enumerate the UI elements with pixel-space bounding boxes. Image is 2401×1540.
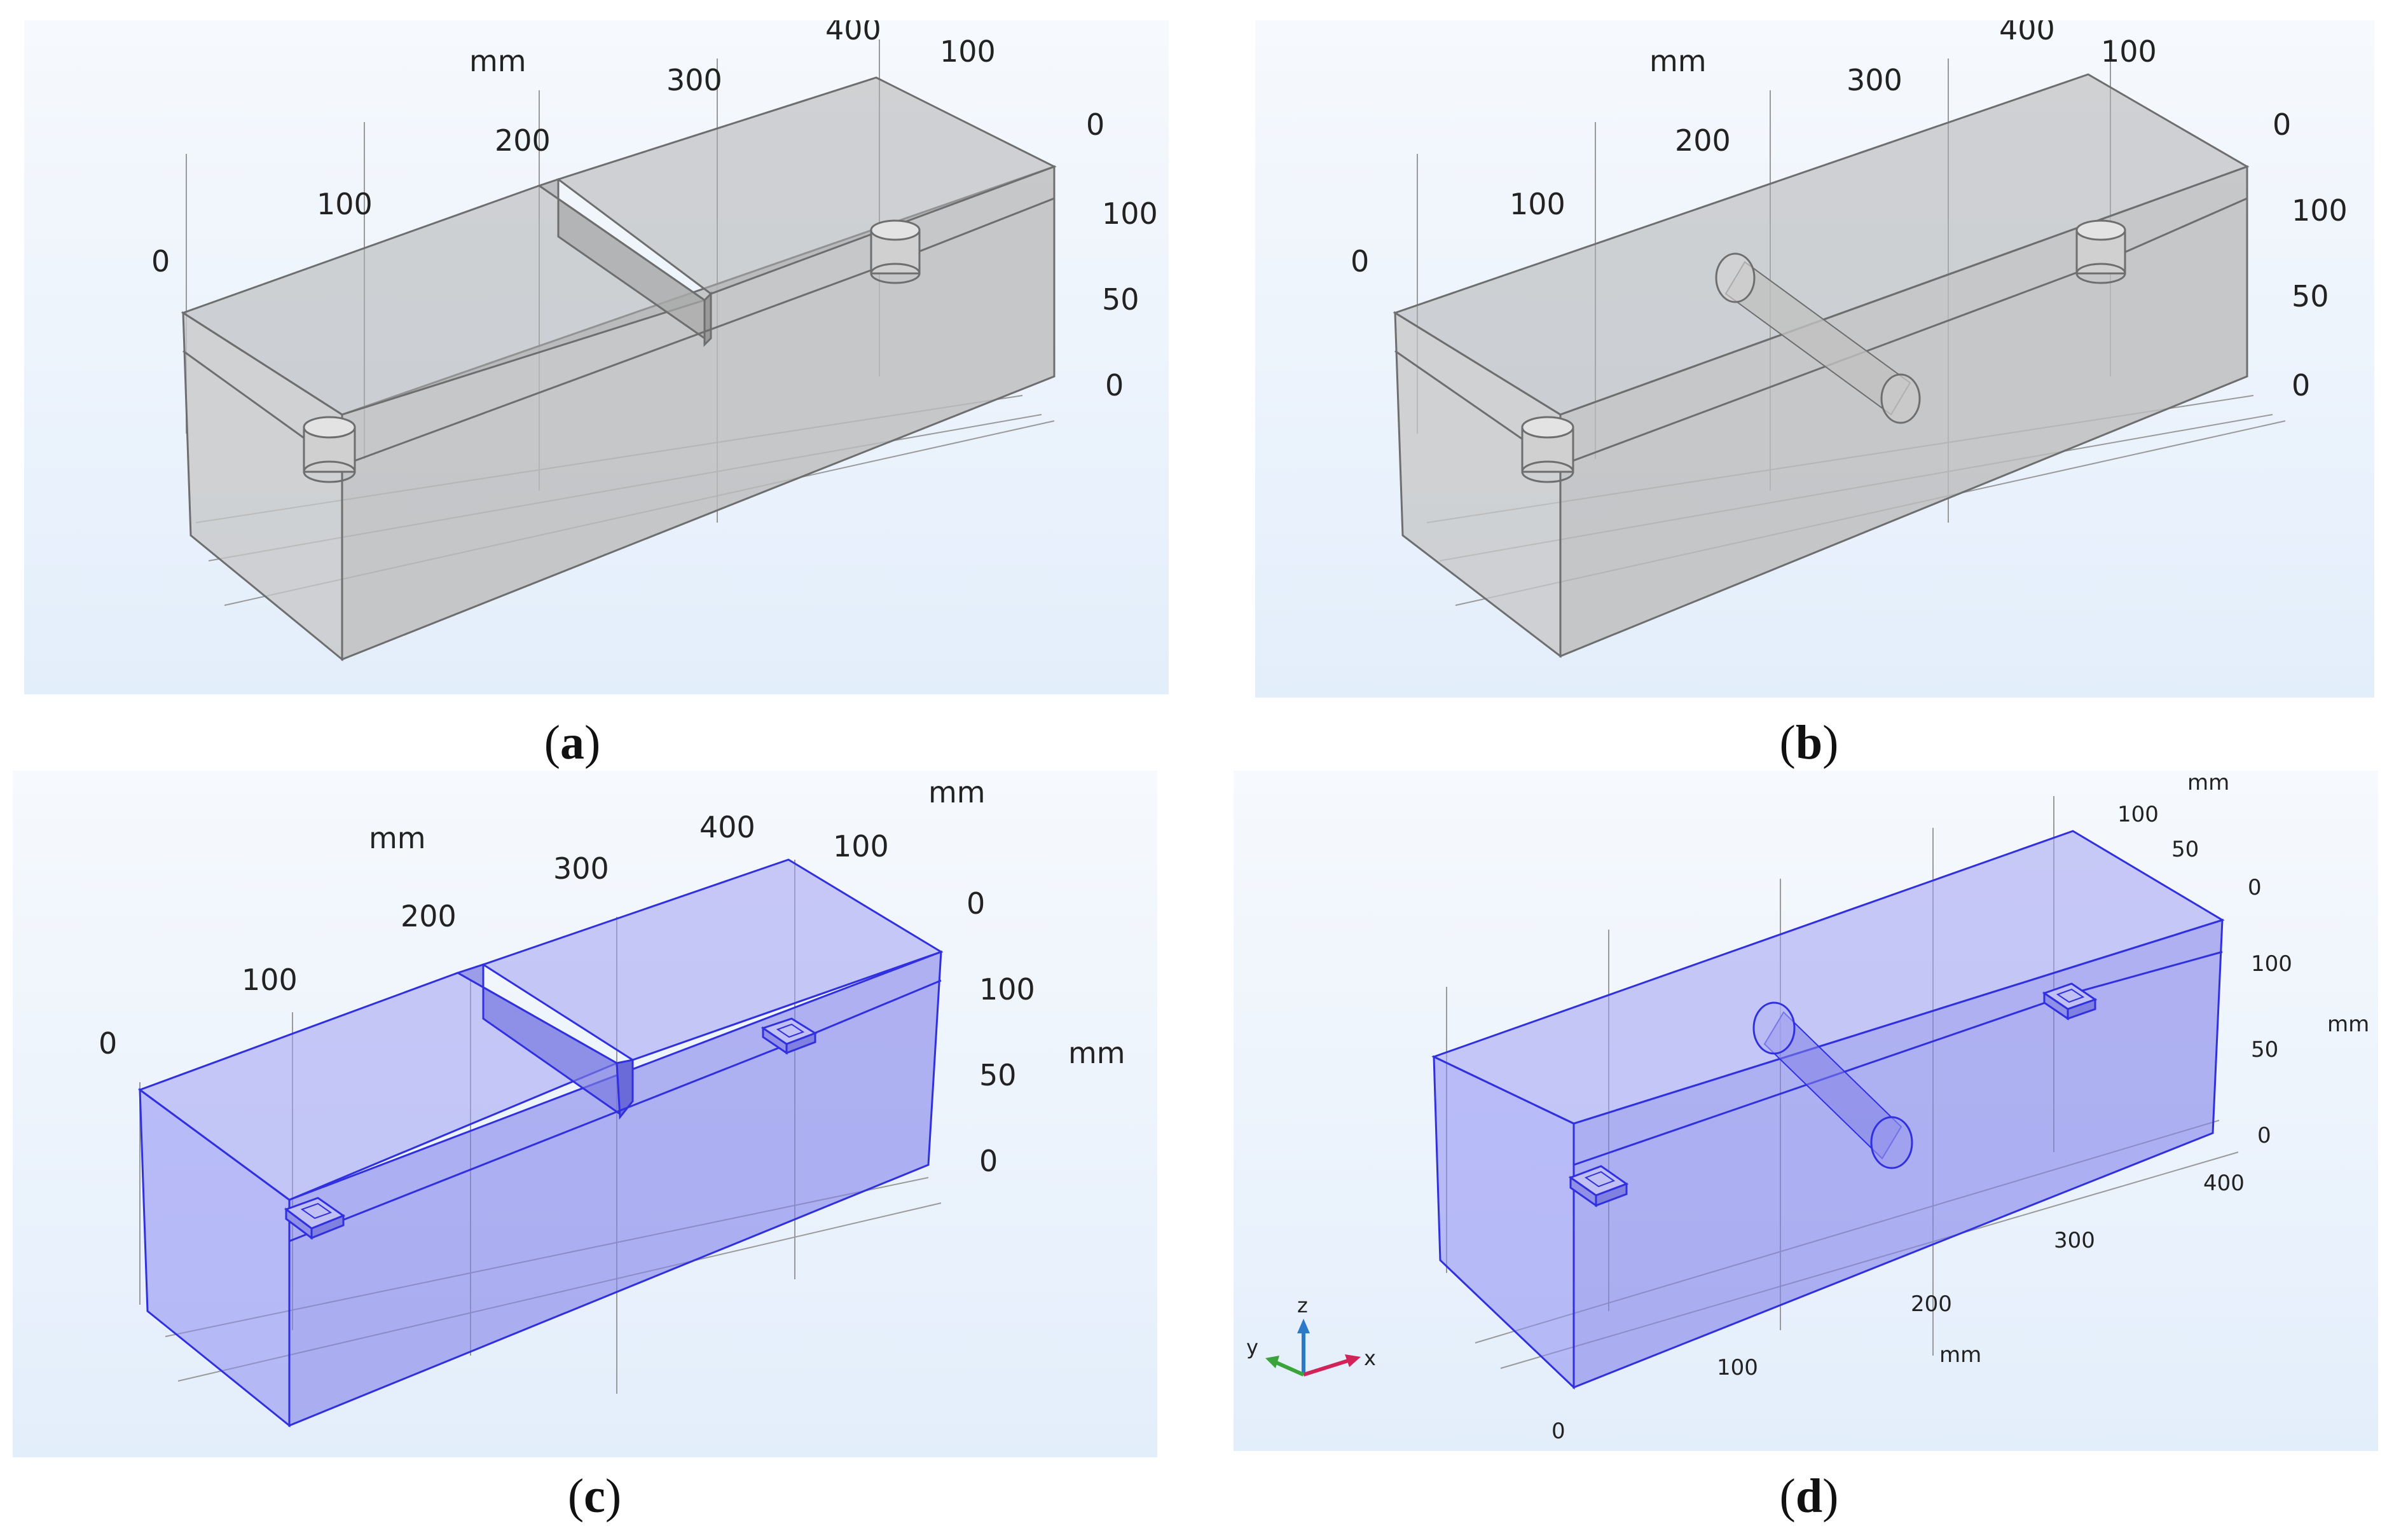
blue-box bbox=[137, 858, 944, 1428]
sensor-pad-right bbox=[760, 1017, 818, 1055]
x-tick-label: 200 bbox=[1675, 123, 1731, 158]
x-tick-label: 400 bbox=[1999, 20, 2055, 46]
axis-labels: mm 100 50 0 100 50 0 mm 0 100 200 300 40… bbox=[1551, 771, 2369, 1444]
gray-box bbox=[181, 76, 1057, 662]
x-tick-label: 400 bbox=[699, 810, 755, 844]
z-tick-label: 50 bbox=[1102, 282, 1139, 317]
caption-c: (c) bbox=[567, 1469, 622, 1523]
panel-a: mm 0 100 200 300 400 100 0 100 50 0 bbox=[24, 20, 1169, 707]
z-tick-label: 50 bbox=[2292, 279, 2329, 313]
caption-d: (d) bbox=[1779, 1469, 1839, 1523]
caption-b: (b) bbox=[1779, 716, 1839, 769]
panel-c: mm 0 100 200 300 400 mm 100 0 100 50 0 m… bbox=[13, 771, 1157, 1457]
sensor-pad-left bbox=[1568, 1165, 1629, 1207]
triad-y-label: y bbox=[1246, 1335, 1258, 1359]
z-tick-label: 50 bbox=[979, 1058, 1017, 1092]
x-tick-label: 100 bbox=[1717, 1355, 1758, 1380]
y-tick-label: 0 bbox=[967, 886, 985, 921]
x-unit-label: mm bbox=[1649, 44, 1707, 78]
axis-labels: mm 0 100 200 300 400 100 0 100 50 0 bbox=[151, 20, 1158, 402]
x-unit-label: mm bbox=[369, 821, 426, 855]
y-unit-label: mm bbox=[928, 775, 986, 809]
x-tick-label: 400 bbox=[825, 20, 881, 46]
x-tick-label: 200 bbox=[1911, 1291, 1952, 1317]
z-tick-label: 0 bbox=[979, 1144, 998, 1178]
x-tick-label: 300 bbox=[666, 63, 722, 97]
x-tick-label: 300 bbox=[2054, 1228, 2095, 1253]
y-tick-label: 100 bbox=[2117, 802, 2159, 827]
z-tick-label: 100 bbox=[2292, 193, 2348, 228]
axis-triad-icon: z x y bbox=[1246, 1293, 1376, 1377]
x-tick-label: 0 bbox=[1551, 1419, 1565, 1444]
y-tick-label: 100 bbox=[940, 34, 996, 69]
x-tick-label: 0 bbox=[1351, 244, 1369, 278]
z-unit-label: mm bbox=[2327, 1012, 2369, 1037]
x-tick-label: 400 bbox=[2203, 1171, 2245, 1196]
y-unit-label: mm bbox=[2187, 771, 2229, 795]
panel-b: mm 0 100 200 300 400 100 0 100 50 0 bbox=[1255, 20, 2400, 707]
panel-d: mm 100 50 0 100 50 0 mm 0 100 200 300 40… bbox=[1234, 771, 2378, 1457]
panel-c-viewport: mm 0 100 200 300 400 mm 100 0 100 50 0 m… bbox=[13, 771, 1157, 1457]
y-tick-label: 0 bbox=[2248, 875, 2262, 900]
x-tick-label: 100 bbox=[1510, 187, 1565, 221]
x-tick-label: 200 bbox=[401, 899, 457, 933]
panel-d-viewport: mm 100 50 0 100 50 0 mm 0 100 200 300 40… bbox=[1234, 771, 2378, 1451]
z-tick-label: 0 bbox=[1105, 368, 1124, 402]
x-tick-label: 100 bbox=[317, 187, 373, 221]
triad-x-label: x bbox=[1364, 1346, 1376, 1370]
x-tick-label: 0 bbox=[151, 244, 170, 278]
drain-pipe bbox=[1752, 1001, 1913, 1169]
z-unit-label: mm bbox=[1068, 1036, 1125, 1070]
z-tick-label: 100 bbox=[979, 972, 1035, 1007]
x-unit-label: mm bbox=[469, 44, 526, 78]
sensor-pad-right bbox=[2042, 982, 2098, 1021]
drain-pipe bbox=[1715, 252, 1921, 424]
sensor-cylinder-right bbox=[870, 219, 921, 284]
y-tick-label: 0 bbox=[2273, 107, 2291, 142]
z-tick-label: 0 bbox=[2292, 368, 2310, 402]
panel-a-viewport: mm 0 100 200 300 400 100 0 100 50 0 bbox=[24, 20, 1169, 694]
x-tick-label: 100 bbox=[242, 963, 298, 997]
y-tick-label: 0 bbox=[1086, 107, 1104, 142]
y-tick-label: 100 bbox=[833, 829, 889, 863]
x-tick-label: 300 bbox=[553, 851, 609, 886]
panel-b-viewport: mm 0 100 200 300 400 100 0 100 50 0 bbox=[1255, 20, 2374, 698]
z-tick-label: 100 bbox=[1102, 196, 1158, 231]
axis-labels: mm 0 100 200 300 400 100 0 100 50 0 bbox=[1351, 20, 2348, 402]
sensor-pad-left bbox=[284, 1197, 346, 1240]
y-tick-label: 100 bbox=[2101, 34, 2157, 69]
sensor-cylinder-left bbox=[303, 416, 356, 483]
x-tick-label: 300 bbox=[1847, 63, 1902, 97]
x-unit-label: mm bbox=[1939, 1342, 1981, 1368]
z-tick-label: 0 bbox=[2257, 1123, 2271, 1148]
x-tick-label: 200 bbox=[495, 123, 551, 158]
z-tick-label: 50 bbox=[2251, 1037, 2278, 1062]
caption-a: (a) bbox=[544, 716, 601, 769]
x-tick-label: 0 bbox=[99, 1026, 117, 1061]
axis-labels: mm 0 100 200 300 400 mm 100 0 100 50 0 m… bbox=[99, 775, 1125, 1178]
sensor-cylinder-right bbox=[2075, 219, 2126, 284]
sensor-cylinder-left bbox=[1521, 416, 1574, 483]
z-tick-label: 100 bbox=[2251, 951, 2292, 977]
triad-z-label: z bbox=[1297, 1293, 1308, 1317]
y-tick-label: 50 bbox=[2171, 837, 2199, 862]
